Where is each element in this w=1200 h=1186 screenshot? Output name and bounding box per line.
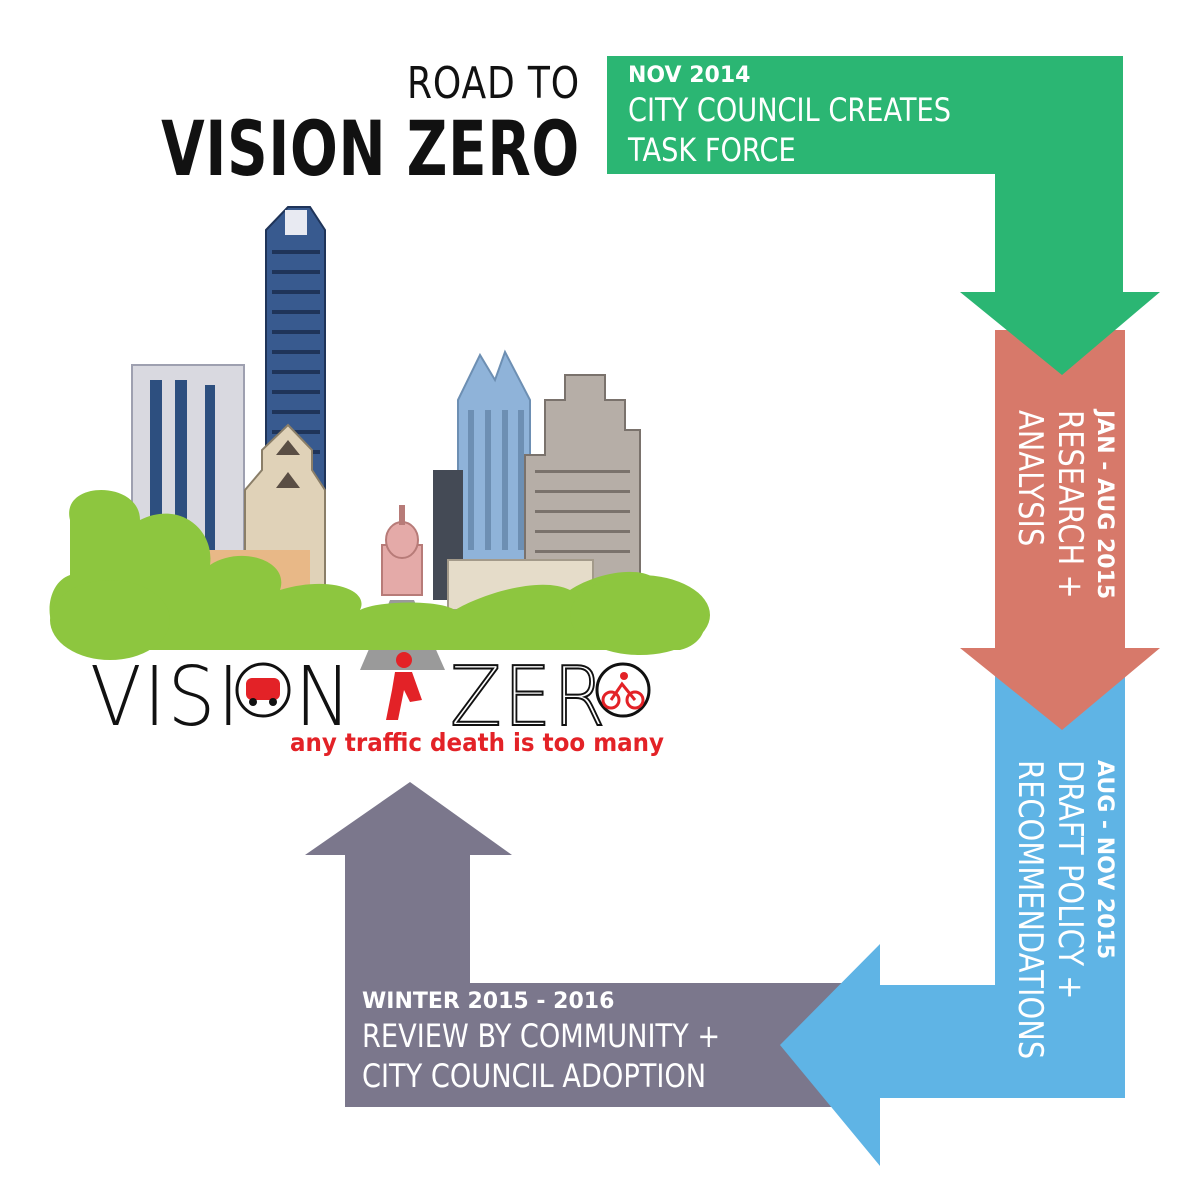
step-3-date: AUG - NOV 2015 [1092, 760, 1117, 960]
step-1-date: NOV 2014 [628, 63, 751, 88]
step-1-description-line-2: TASK FORCE [628, 131, 796, 169]
bicycle-icon [595, 662, 651, 718]
step-2-text: JAN - AUG 2015 RESEARCH + ANALYSIS [1010, 410, 1118, 632]
step-2-date: JAN - AUG 2015 [1092, 410, 1117, 600]
step-4-arrow [305, 782, 880, 1107]
skyline-illustration [49, 206, 710, 670]
step-3-description-line-2: RECOMMENDATIONS [1010, 760, 1050, 1060]
step-3-text: AUG - NOV 2015 DRAFT POLICY + RECOMMENDA… [1010, 760, 1118, 1112]
step-2-description-line-1: RESEARCH + [1050, 410, 1090, 599]
step-1-description-line-1: CITY COUNCIL CREATES [628, 91, 951, 129]
step-3-description-line-1: DRAFT POLICY + [1050, 760, 1090, 1000]
step-2-description-line-2: ANALYSIS [1010, 410, 1050, 547]
step-4-description-line-2: CITY COUNCIL ADOPTION [362, 1057, 707, 1095]
title-line-1: ROAD TO [407, 58, 580, 109]
car-icon [235, 662, 291, 718]
step-2-arrow [960, 330, 1160, 730]
step-4-text: WINTER 2015 - 2016 REVIEW BY COMMUNITY +… [362, 988, 783, 1096]
pedestrian-icon [386, 652, 422, 720]
logo-word-zero: ZER [449, 649, 608, 746]
logo-word-vision: VISI N [90, 650, 353, 745]
step-4-description-line-1: REVIEW BY COMMUNITY + [362, 1017, 721, 1055]
logo-word-vision-start: VISI [90, 650, 242, 745]
logo-tagline: any traffic death is too many [290, 728, 665, 757]
logo-word-vision-end: N [294, 650, 353, 745]
step-1-text: NOV 2014 CITY COUNCIL CREATES TASK FORCE [628, 62, 1008, 170]
step-3-arrow [780, 676, 1125, 1166]
title-line-2: VISION ZERO [161, 104, 580, 193]
step-4-date: WINTER 2015 - 2016 [362, 989, 615, 1014]
step-1-arrow [607, 56, 1160, 375]
